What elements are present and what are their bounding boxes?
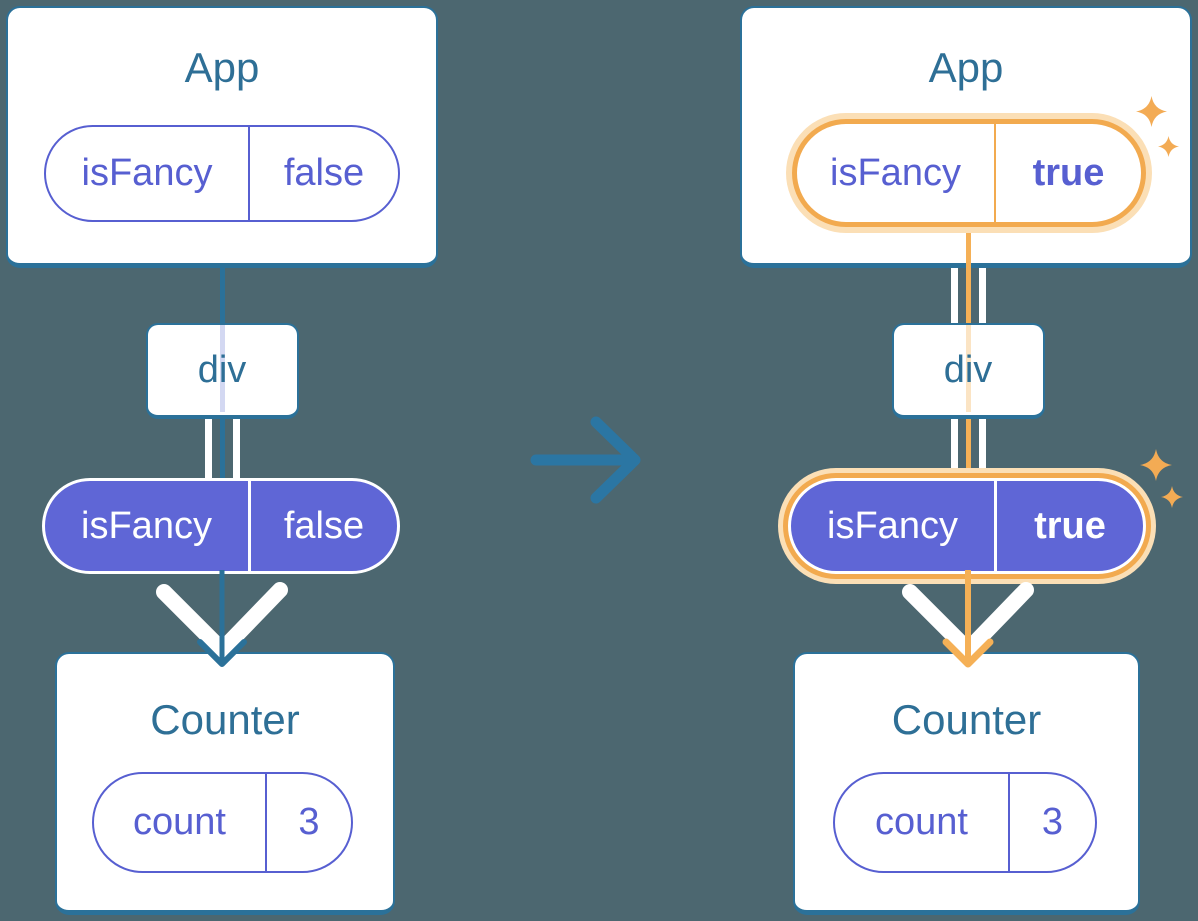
counter-state-pill: count 3 — [92, 772, 353, 873]
prop-flow-line — [219, 419, 225, 480]
div-label: div — [197, 348, 247, 391]
prop-pass-line — [965, 325, 971, 412]
div-node: div — [891, 323, 1045, 419]
prop-flow-line — [950, 267, 958, 325]
prop-flow-line — [978, 419, 986, 480]
prop-flow-line — [950, 419, 958, 480]
sparkles-icon — [1161, 486, 1183, 508]
app-title: App — [928, 44, 1004, 91]
prop-name-cell: isFancy — [45, 481, 251, 571]
counter-title: Counter — [891, 696, 1042, 743]
prop-value-cell: false — [283, 504, 365, 547]
div-node: div — [145, 323, 299, 419]
before-tree: App isFancy false div isFancy false Coun… — [0, 0, 444, 921]
app-prop-pill: isFancy false — [44, 125, 400, 222]
sparkles-icon — [1140, 449, 1172, 481]
prop-flow-line — [219, 267, 225, 325]
counter-state-pill: count 3 — [833, 772, 1097, 873]
prop-flow-line — [232, 419, 240, 480]
prop-name-cell: isFancy — [797, 124, 996, 222]
prop-value-cell: false — [283, 152, 365, 194]
state-value-cell: 3 — [298, 801, 320, 843]
counter-title: Counter — [150, 696, 300, 743]
transition-arrow-icon — [530, 416, 641, 504]
passed-prop-pill: isFancy false — [42, 478, 400, 574]
prop-flow-line — [978, 267, 986, 325]
prop-name-cell: isFancy — [791, 481, 997, 571]
state-value-cell: 3 — [1041, 801, 1064, 843]
sparkles-icon — [1136, 96, 1167, 127]
app-title: App — [184, 44, 260, 91]
down-arrow-icon — [902, 570, 1034, 668]
prop-flow-line — [204, 419, 212, 480]
prop-name-cell: isFancy — [46, 127, 250, 220]
prop-flow-line — [965, 419, 971, 480]
prop-flow-line — [965, 267, 971, 325]
prop-value-cell: true — [1032, 151, 1105, 194]
prop-value-cell: true — [1034, 504, 1106, 547]
sparkles-icon — [1158, 136, 1179, 157]
passed-prop-pill-highlighted: isFancy true — [788, 478, 1146, 574]
app-prop-pill-highlighted: isFancy true — [797, 124, 1141, 222]
state-name-cell: count — [835, 774, 1010, 871]
down-arrow-icon — [156, 570, 288, 667]
prop-pass-line — [219, 325, 225, 412]
state-name-cell: count — [94, 774, 267, 871]
prop-flow-line — [965, 233, 971, 268]
div-label: div — [943, 348, 993, 391]
after-tree: App isFancy true div isFancy true — [734, 0, 1198, 921]
